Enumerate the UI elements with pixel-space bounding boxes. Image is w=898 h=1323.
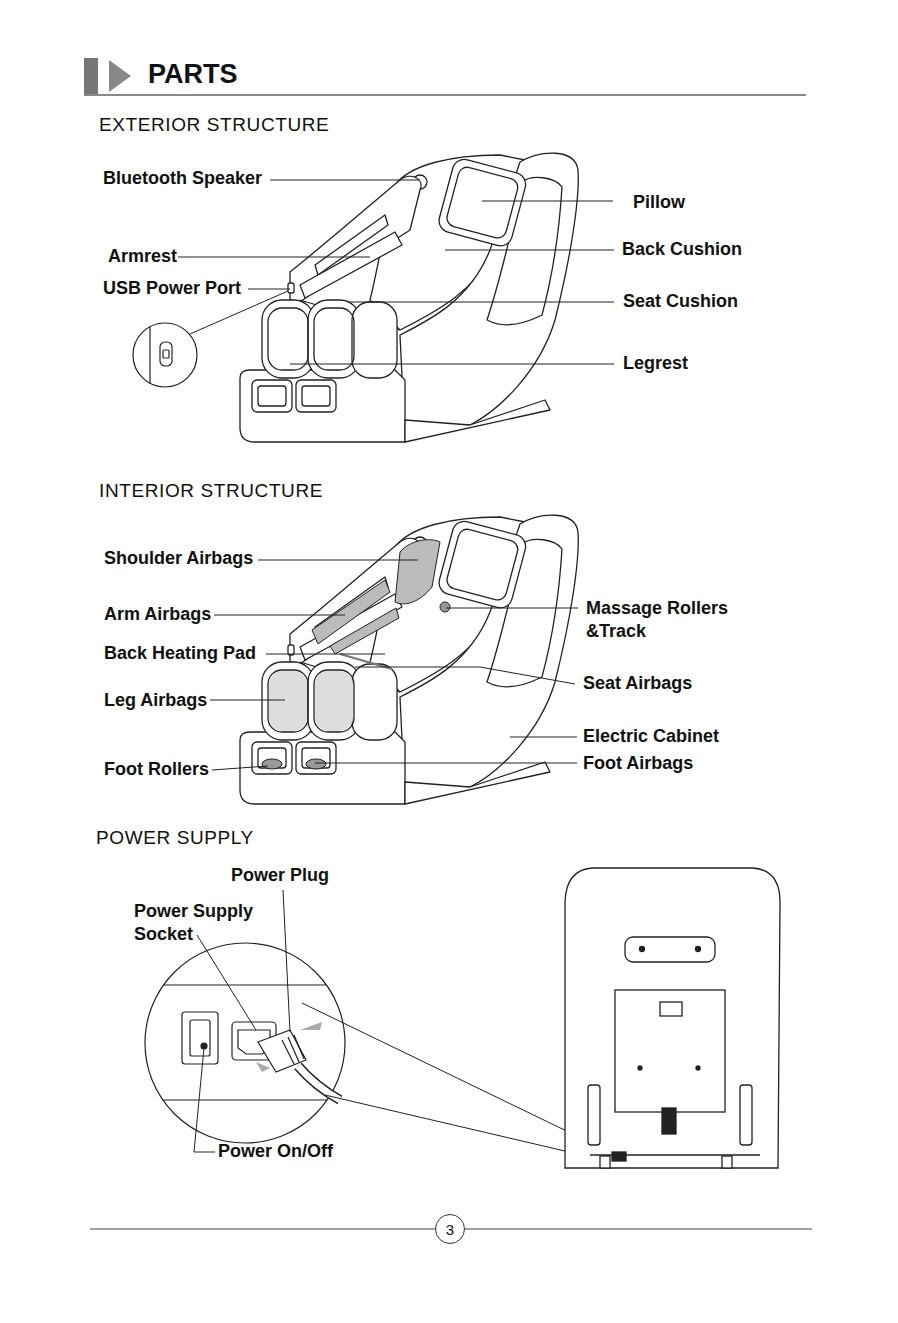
power-switch [182, 1012, 218, 1064]
section-heading: INTERIOR STRUCTURE [99, 479, 323, 502]
leader-line [266, 654, 385, 655]
footer-rule [465, 1229, 812, 1230]
leader-line [210, 700, 285, 701]
panel-edge [164, 984, 326, 985]
plug-grip [282, 1035, 304, 1064]
leader-line [194, 1048, 215, 1152]
header-bar [84, 58, 98, 95]
leader-line [290, 364, 614, 365]
page-number: 3 [446, 1221, 454, 1238]
usb-inset [133, 323, 197, 387]
part-label: Power Supply Socket [134, 900, 264, 946]
part-label: USB Power Port [103, 277, 241, 300]
foot [722, 1156, 732, 1168]
leader-line [315, 763, 577, 764]
power-cable [298, 1066, 340, 1100]
leader-line [510, 737, 577, 738]
screw [696, 947, 701, 952]
part-label: Armrest [108, 245, 177, 268]
inset-circle [133, 323, 197, 387]
insert-arrow [300, 1022, 322, 1030]
foot-roller [262, 759, 282, 769]
part-label: Foot Rollers [104, 758, 209, 781]
power-inset [145, 943, 345, 1143]
power-cable-core [298, 1066, 340, 1100]
panel-edge [163, 1099, 327, 1100]
part-label: Power Plug [231, 864, 329, 887]
leg-airbag [269, 671, 307, 731]
leader-line [214, 615, 345, 616]
leader-lines [194, 890, 612, 1162]
inset-port-slot [163, 350, 169, 358]
leader-line [212, 766, 268, 770]
page-number-circle: 3 [435, 1214, 465, 1244]
cable-bar [662, 1108, 676, 1134]
leader-line [445, 250, 614, 251]
part-label: Arm Airbags [104, 603, 211, 626]
screw [696, 1066, 700, 1070]
part-label: Pillow [633, 191, 685, 214]
header-arrow [109, 60, 131, 92]
zoom-circle [145, 943, 345, 1143]
chair-back-view [565, 868, 780, 1168]
leader-line [248, 289, 290, 290]
leader-lines [210, 560, 578, 770]
inset-port [160, 342, 172, 366]
leader-line [482, 201, 613, 202]
power-port [612, 1152, 626, 1161]
switch-rocker [190, 1020, 210, 1056]
foot [600, 1156, 610, 1168]
screw [638, 1066, 642, 1070]
part-label: Seat Airbags [583, 672, 692, 695]
interior-chair-group [240, 515, 578, 804]
footer-rule [90, 1229, 435, 1230]
leader-line [446, 608, 578, 609]
leader-line [355, 667, 575, 684]
screw [640, 947, 645, 952]
inset-edge [149, 326, 150, 384]
part-label: Leg Airbags [104, 689, 207, 712]
insert-arrow [256, 1062, 270, 1072]
leader-line [350, 302, 614, 303]
leader-line [270, 180, 420, 181]
panel-tab [660, 1002, 682, 1016]
section-heading: POWER SUPPLY [96, 826, 254, 849]
part-label: Seat Cushion [623, 290, 738, 313]
handle [625, 937, 715, 962]
header-rule [84, 94, 806, 96]
interior-chair [240, 515, 578, 804]
side-slot [588, 1085, 600, 1145]
back-shell [565, 868, 780, 1168]
part-label: Back Heating Pad [104, 642, 256, 665]
leader-lines [178, 180, 614, 364]
part-label: Shoulder Airbags [104, 547, 253, 570]
massage-roller [440, 602, 450, 612]
part-label: Bluetooth Speaker [103, 167, 262, 190]
part-label: Back Cushion [622, 238, 742, 261]
part-label: Power On/Off [218, 1140, 333, 1163]
exterior-chair [240, 153, 578, 442]
part-label: Foot Airbags [583, 752, 693, 775]
section-heading: EXTERIOR STRUCTURE [99, 113, 329, 136]
part-label: Electric Cabinet [583, 725, 719, 748]
page-title: PARTS [148, 58, 238, 90]
back-panel [615, 990, 725, 1112]
leg-airbag [315, 671, 353, 731]
shoulder-airbag [395, 540, 440, 604]
leader-line [283, 890, 290, 1032]
foot-roller [306, 759, 326, 769]
part-label: Legrest [623, 352, 688, 375]
part-label: Massage Rollers &Track [586, 597, 736, 643]
leader-line [178, 257, 370, 258]
leader-line [197, 935, 256, 1030]
side-slot [740, 1085, 752, 1145]
leader-line [258, 560, 418, 561]
